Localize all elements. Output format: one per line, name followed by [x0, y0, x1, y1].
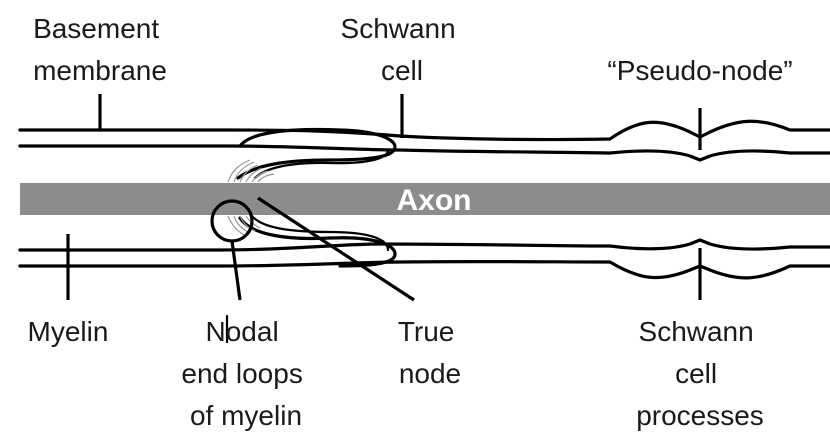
- bottom-outer-line: [20, 262, 830, 278]
- axon-label: Axon: [397, 184, 472, 217]
- bottom-loop-outer: [240, 218, 395, 266]
- true-node-label: True node: [398, 316, 462, 389]
- bottom-inner-line: [20, 240, 830, 250]
- schwann-cell-label: Schwann cell: [341, 13, 464, 86]
- schwann-cell-processes-label: Schwann cell processes: [636, 316, 764, 431]
- nodal-end-loops-label: Nodal end loops of myelin: [181, 316, 310, 431]
- myelin-label: Myelin: [28, 316, 109, 347]
- pseudo-node-label: “Pseudo-node”: [607, 55, 792, 86]
- top-loop-outer: [238, 130, 395, 178]
- basement-membrane-label: Basement membrane: [33, 13, 167, 86]
- top-outer-line: [20, 121, 830, 139]
- top-inner-line: [20, 146, 830, 160]
